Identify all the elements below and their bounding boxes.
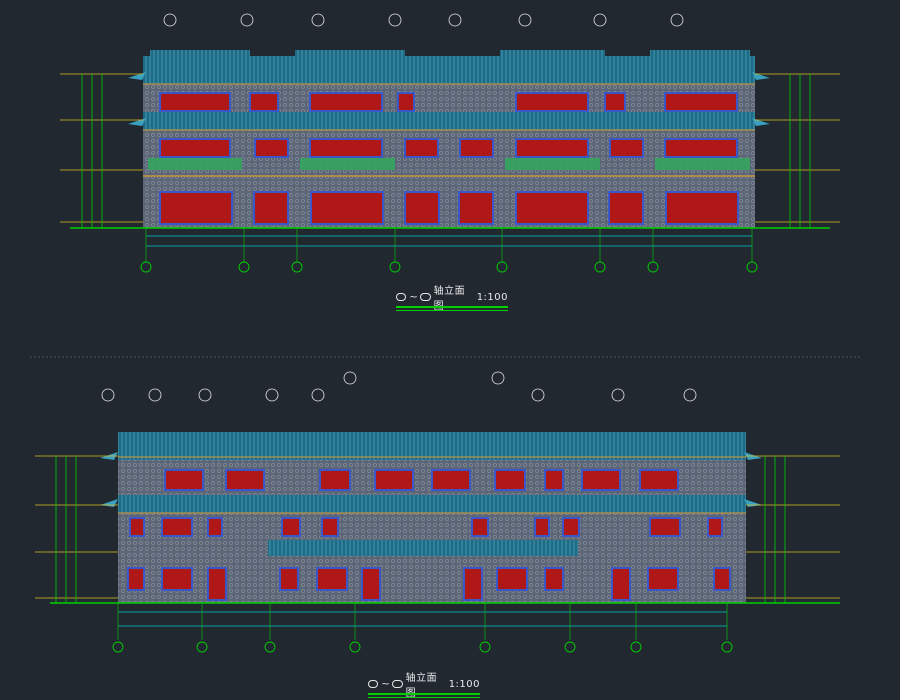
- elevation-1: [60, 13, 840, 273]
- balcony-railing: [300, 158, 395, 170]
- parapet-right: [650, 50, 750, 60]
- dimension-chain-right: [764, 456, 786, 603]
- callout-tags: [163, 13, 684, 27]
- axis-bubbles: [140, 261, 758, 273]
- central-porch: [268, 540, 578, 556]
- axis-dimension-lines: [118, 611, 727, 627]
- window-row-3f: [159, 92, 738, 112]
- axis-grid-lines: [117, 603, 728, 640]
- axis-badge-start: [368, 680, 379, 688]
- window-row-2f: [159, 138, 738, 158]
- parapet-mid-right: [500, 50, 605, 60]
- axis-dimension-lines: [146, 235, 752, 247]
- elevation-1-caption: ~ 轴立面图 1:100: [396, 286, 509, 312]
- tilde-separator: ~: [409, 291, 419, 303]
- caption-underline: [396, 306, 508, 308]
- axis-bubbles: [112, 641, 733, 653]
- caption-underline: [368, 693, 480, 695]
- eave-band-2f: [118, 495, 746, 513]
- elevation-scale: 1:100: [448, 678, 481, 690]
- callout-tags: [101, 371, 697, 402]
- window-row-1f: [159, 191, 739, 225]
- level-marks-left: [60, 73, 143, 223]
- axis-badge-start: [396, 293, 407, 301]
- balcony-railing: [655, 158, 750, 170]
- level-marks-left: [35, 455, 118, 599]
- elevation-scale: 1:100: [476, 291, 509, 303]
- caption-underline-thin: [396, 310, 508, 311]
- balcony-railing: [148, 158, 242, 170]
- dimension-chain-left: [55, 456, 77, 603]
- window-row-1f: [127, 567, 731, 601]
- tilde-separator: ~: [381, 678, 391, 690]
- elevation-2-caption: ~ 轴立面图 1:100: [368, 673, 481, 699]
- level-marks-right: [746, 455, 840, 599]
- dimension-chain-right: [789, 74, 811, 228]
- dimension-chain-left: [81, 74, 103, 228]
- parapet-left: [150, 50, 250, 60]
- axis-badge-end: [392, 680, 403, 688]
- window-row-2f: [129, 517, 723, 537]
- eave-band-2f: [143, 112, 755, 130]
- parapet-mid-left: [295, 50, 405, 60]
- roof-band: [143, 56, 755, 84]
- window-row-3f: [164, 469, 679, 491]
- roof-band: [118, 432, 746, 460]
- level-marks-right: [755, 73, 840, 223]
- elevation-2: [35, 371, 840, 653]
- caption-underline-thin: [368, 697, 480, 698]
- axis-grid-lines: [145, 228, 753, 262]
- facade-wall: [143, 82, 755, 228]
- balcony-railing: [505, 158, 600, 170]
- axis-badge-end: [420, 293, 431, 301]
